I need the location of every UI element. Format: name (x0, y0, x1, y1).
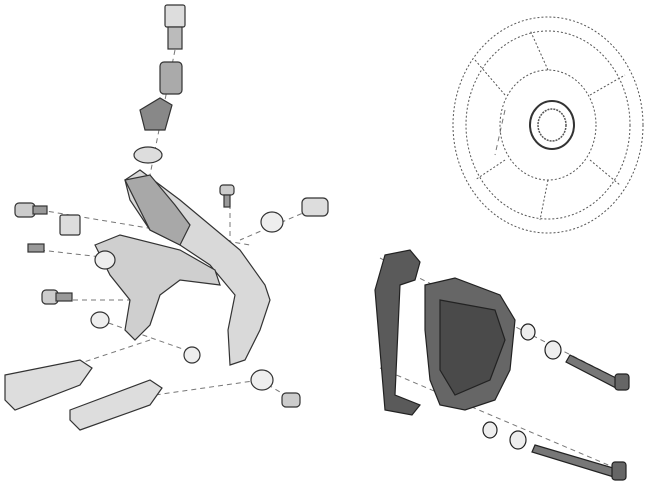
brake-pad-rear (69, 379, 163, 431)
rotor-hub (529, 100, 575, 150)
mount-adapter (374, 249, 421, 416)
adjuster-thread (167, 26, 183, 50)
barrel-adjuster (164, 4, 186, 28)
washer (250, 369, 274, 391)
cam-block (59, 214, 81, 236)
disc-brake-caliper (374, 249, 630, 481)
screw (219, 184, 235, 196)
washer (133, 146, 163, 164)
mounting-bolt (531, 444, 621, 479)
set-screw (27, 243, 45, 253)
washer (260, 211, 284, 233)
nut (301, 197, 329, 217)
washer (90, 311, 110, 329)
disc-rotor (452, 16, 644, 234)
spring (159, 61, 183, 95)
bolt (281, 392, 301, 408)
washer (482, 421, 498, 439)
washer (183, 346, 201, 364)
adjuster-nut (139, 97, 173, 131)
bolt (14, 202, 36, 218)
washer (520, 323, 536, 341)
mounting-bolt (565, 354, 621, 389)
brake-pad-front (4, 359, 93, 411)
rim-brake-caliper (4, 4, 329, 431)
front-arm (94, 234, 221, 341)
